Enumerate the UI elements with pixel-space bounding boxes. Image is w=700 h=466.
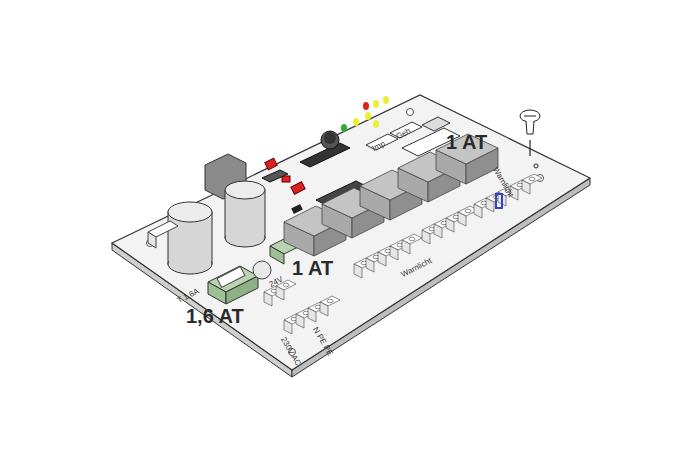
fuse-rating: 1,6 AT bbox=[186, 306, 244, 326]
fuse-rating: 1 AT bbox=[446, 132, 487, 152]
fuse-rating: 1 AT bbox=[292, 258, 333, 278]
